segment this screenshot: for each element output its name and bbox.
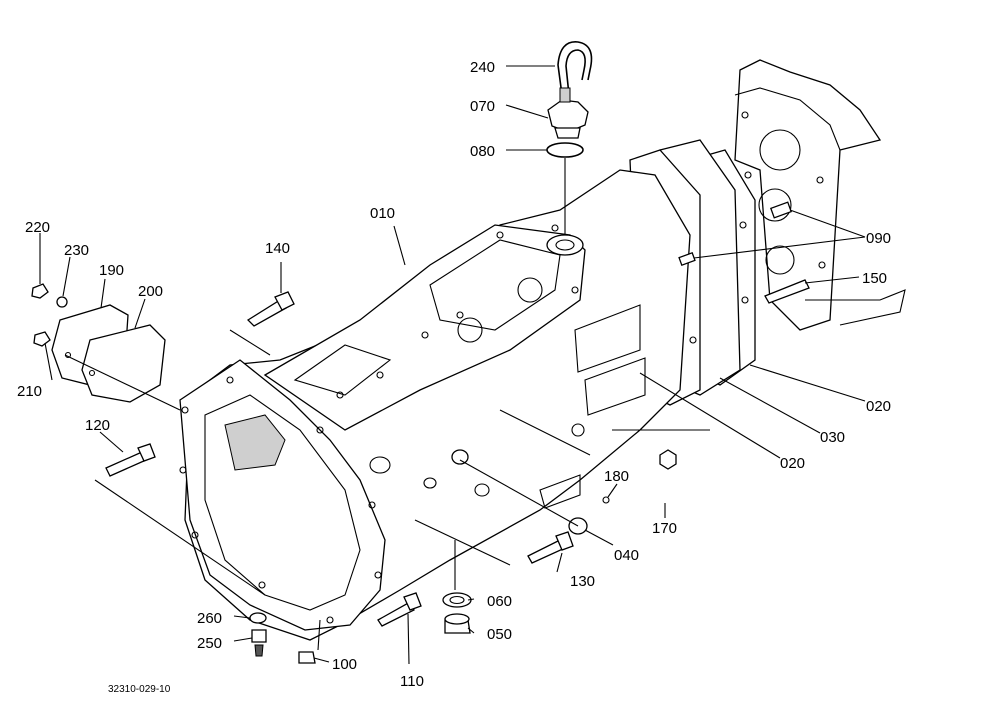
callout-040: 040 (614, 547, 639, 564)
cover-plates-drawing (51, 304, 166, 403)
bolts-drawing (105, 201, 810, 627)
callout-210: 210 (17, 383, 42, 400)
callout-020-a: 020 (866, 398, 891, 415)
callout-120: 120 (85, 417, 110, 434)
callout-110: 110 (400, 673, 424, 690)
transmission-case-drawing (179, 169, 691, 641)
callout-260: 260 (197, 610, 222, 627)
callout-050: 050 (487, 626, 512, 643)
breather-plug-drawing (547, 87, 589, 139)
diagram-caption: 32310-029-10 (108, 684, 171, 695)
callout-080: 080 (470, 143, 495, 160)
callout-240: 240 (470, 59, 495, 76)
callout-200: 200 (138, 283, 163, 300)
callout-100: 100 (332, 656, 357, 673)
small-bolts-drawing (31, 283, 68, 347)
dipstick-drawing (557, 41, 593, 96)
callout-220: 220 (25, 219, 50, 236)
callout-140: 140 (265, 240, 290, 257)
small-parts-drawing (249, 449, 677, 664)
callout-060: 060 (487, 593, 512, 610)
callout-labels: 240 070 080 010 090 150 020 030 020 140 … (17, 59, 891, 695)
rear-frame-drawing (734, 59, 906, 331)
o-ring-drawing (546, 142, 584, 158)
callout-090: 090 (866, 230, 891, 247)
callout-170: 170 (652, 520, 677, 537)
callout-010: 010 (370, 205, 395, 222)
callout-020-b: 020 (780, 455, 805, 472)
leader-lines (39, 65, 866, 665)
callout-180: 180 (604, 468, 629, 485)
callout-190: 190 (99, 262, 124, 279)
callout-250: 250 (197, 635, 222, 652)
callout-030: 030 (820, 429, 845, 446)
callout-070: 070 (470, 98, 495, 115)
callout-150: 150 (862, 270, 887, 287)
callout-130: 130 (570, 573, 595, 590)
callout-230: 230 (64, 242, 89, 259)
